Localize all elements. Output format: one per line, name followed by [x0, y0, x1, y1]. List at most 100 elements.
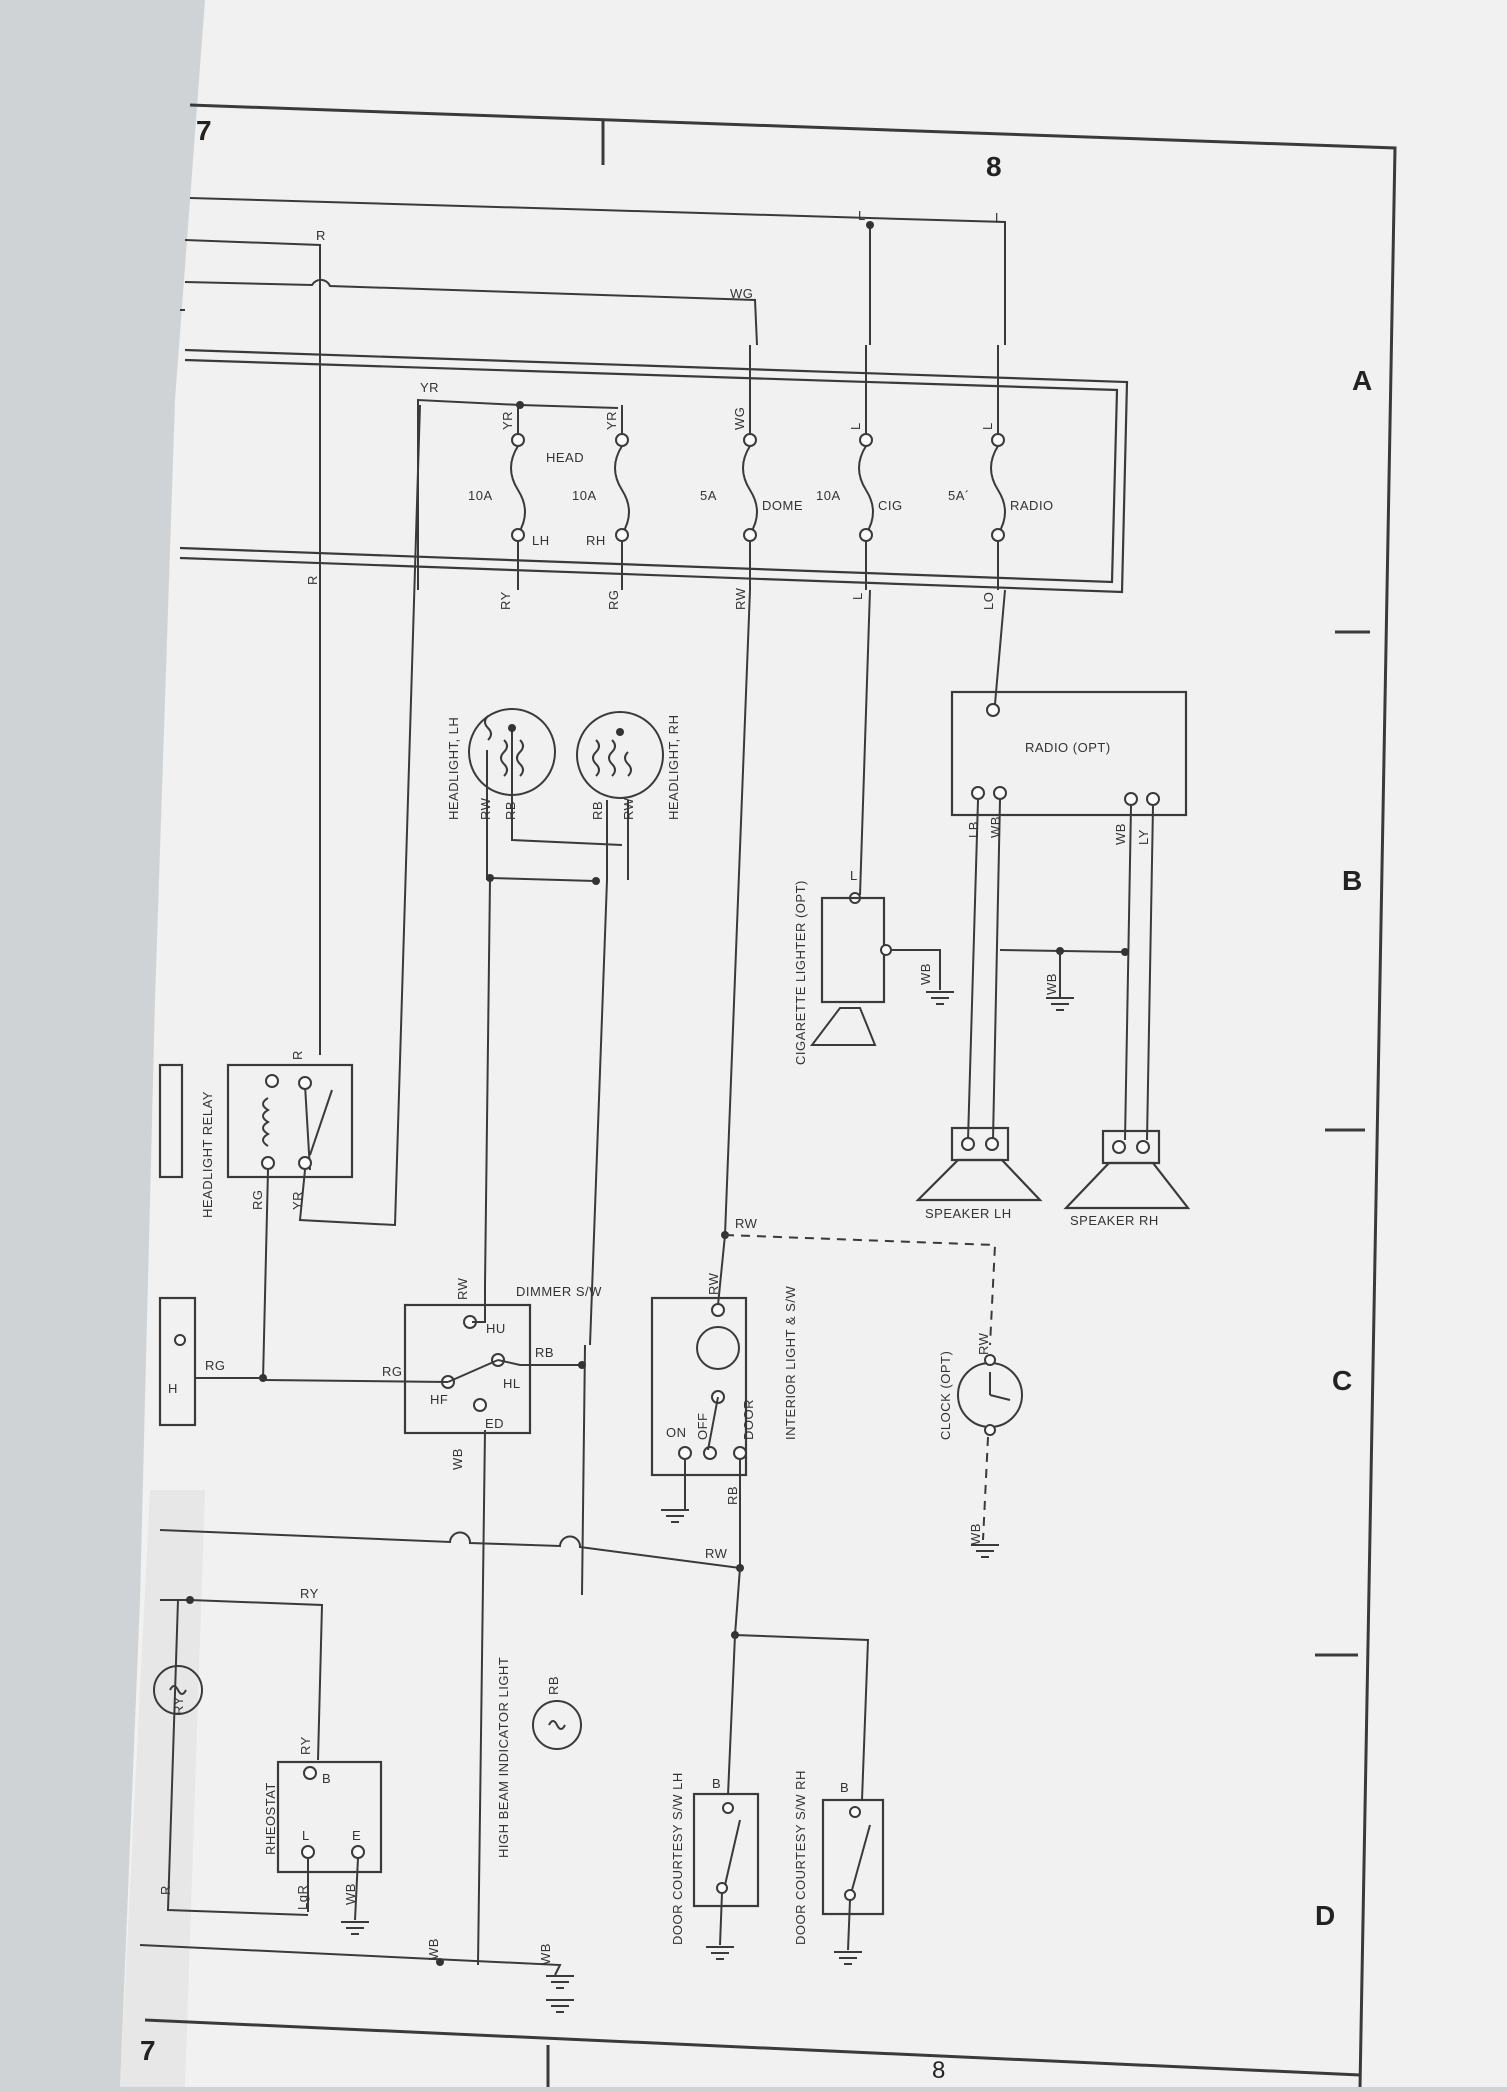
terminal-hu: HU	[486, 1321, 506, 1336]
rb-wire-dimmer	[589, 879, 608, 1346]
terminal-ed: ED	[485, 1416, 504, 1431]
sheet-number-right: 8	[986, 151, 1002, 182]
high-beam-indicator	[532, 1700, 582, 1750]
partial-box-upper-left	[158, 1063, 184, 1179]
grid-label-a: A	[1352, 365, 1372, 396]
fuse-in-wire-cig: L	[848, 422, 863, 430]
door-rh-label: DOOR COURTESY S/W RH	[793, 1770, 808, 1945]
wire-rg-3: RG	[205, 1358, 226, 1373]
wire-wb-6: WB	[968, 1523, 983, 1545]
partial-label-h: H	[168, 1381, 178, 1396]
ground-icon	[926, 991, 954, 1005]
paper-shadow	[120, 1490, 205, 2087]
sheet-number-left: 7	[196, 115, 212, 146]
wire-rw-5: RW	[455, 1277, 470, 1300]
speaker-rh-label: SPEAKER RH	[1070, 1213, 1159, 1228]
fuse-amps-head-rh: 10A	[572, 488, 597, 503]
rheostat-label: RHEOSTAT	[263, 1782, 278, 1855]
wire-rb-5: RB	[725, 1486, 740, 1505]
clock-feed-dashed	[724, 1234, 997, 1346]
ground-icon	[706, 1946, 734, 1960]
interior-label: INTERIOR LIGHT & S/W	[783, 1286, 798, 1440]
fuse-out-label-head-lh: LH	[532, 533, 550, 548]
wire-rw-3: RW	[621, 797, 636, 820]
footer-number: 8	[932, 2057, 945, 2084]
wire-rg-1: RG	[606, 590, 621, 611]
wire-rw-6: RW	[706, 1272, 721, 1295]
wire-wb-5: WB	[450, 1448, 465, 1470]
door-rh-terminal-b: B	[840, 1780, 849, 1795]
wire-rw-1: RW	[733, 587, 748, 610]
headlight-relay	[226, 404, 421, 1381]
dimmer-switch	[259, 1285, 586, 1435]
fuses: 10A YR LH 10A YR RH 5A WG DOME 10A L CIG 5A´ L RADIO	[468, 345, 1054, 590]
wire-rb-4: RB	[535, 1345, 554, 1360]
yr-feed-label: YR	[420, 380, 439, 395]
ground-icon	[1046, 997, 1074, 1011]
dimmer-label: DIMMER S/W	[516, 1284, 602, 1299]
terminal-hf: HF	[430, 1392, 448, 1407]
wire-code-labels: R RY RG RW L LO RW RB RB RW L LB WB WB L…	[158, 575, 1151, 1965]
wire-rg-4: RG	[382, 1364, 403, 1379]
wb-dimmer-ground	[477, 1429, 486, 1966]
terminal-hl: HL	[503, 1376, 521, 1391]
fuse-in-wire-radio: L	[980, 422, 995, 430]
cig-lighter-label: CIGARETTE LIGHTER (OPT)	[793, 880, 808, 1065]
ground-icon	[546, 1999, 574, 2013]
door-switch-lh	[692, 1792, 760, 1946]
fuse-out-label-head-rh: RH	[586, 533, 606, 548]
top-wires	[180, 197, 1006, 1055]
wire-rb-2: RB	[503, 801, 518, 820]
wire-lo-1: LO	[981, 592, 996, 610]
rheostat	[276, 1760, 383, 1921]
wire-l-1: L	[850, 592, 865, 600]
cigarette-lighter	[809, 589, 941, 1046]
wire-wb-7: WB	[343, 1883, 358, 1905]
fuse-amps-head-lh: 10A	[468, 488, 493, 503]
clock	[957, 1354, 1023, 1541]
rb-wire-highbeam	[581, 1344, 586, 1596]
fuse-amps-radio: 5A´	[948, 488, 970, 503]
fuse-cig: 10A L CIG	[816, 345, 903, 590]
fuse-amps-cig: 10A	[816, 488, 841, 503]
wire-rw-8: RW	[705, 1546, 728, 1561]
wire-ly: LY	[1136, 829, 1151, 845]
fuse-name-radio: RADIO	[1010, 498, 1054, 513]
fuse-name-cig: CIG	[878, 498, 903, 513]
wire-label-wg-top: WG	[730, 286, 753, 301]
wire-wb-3: WB	[918, 963, 933, 985]
terminal-door: DOOR	[741, 1399, 756, 1440]
ground-symbols	[341, 991, 1074, 2013]
wire-rb-3: RB	[590, 801, 605, 820]
fuse-amps-dome: 5A	[700, 488, 717, 503]
fuse-name-dome: DOME	[762, 498, 803, 513]
sheet-number-bottom-left: 7	[140, 2035, 156, 2066]
ground-icon	[546, 1975, 574, 1989]
wire-label-r-top: R	[316, 228, 326, 243]
fuse-head-rh: 10A YR RH	[572, 405, 630, 590]
wire-rw-2: RW	[478, 797, 493, 820]
head-fuse-label: HEAD	[546, 450, 584, 465]
wire-ry-4: RY	[298, 1736, 313, 1755]
rheostat-terminal-b: B	[322, 1771, 331, 1786]
speaker-rh	[1063, 1129, 1191, 1210]
ground-icon	[971, 1544, 999, 1558]
wire-lb: LB	[966, 821, 981, 838]
interior-light-switch	[650, 1234, 748, 1565]
headlight-rh	[576, 711, 664, 880]
wire-yr-2: YR	[290, 1191, 305, 1210]
clock-label: CLOCK (OPT)	[938, 1351, 953, 1440]
wire-wb-4: WB	[1044, 973, 1059, 995]
fuse-in-wire-head-lh: YR	[500, 411, 515, 430]
rw-wire-dimmer	[484, 879, 491, 1286]
fuse-box	[179, 348, 1129, 594]
fuse-in-wire-dome: WG	[732, 407, 747, 430]
wire-lgr: LgR	[295, 1885, 310, 1910]
fuse-in-wire-head-rh: YR	[604, 411, 619, 430]
headlight-lh-label: HEADLIGHT, LH	[446, 717, 461, 820]
wire-label-l-top-2: L	[995, 210, 1003, 225]
wire-rg-2: RG	[250, 1190, 265, 1211]
ry-indicator-lamp	[153, 1665, 203, 1715]
wire-label-l-top-1: L	[858, 208, 866, 223]
